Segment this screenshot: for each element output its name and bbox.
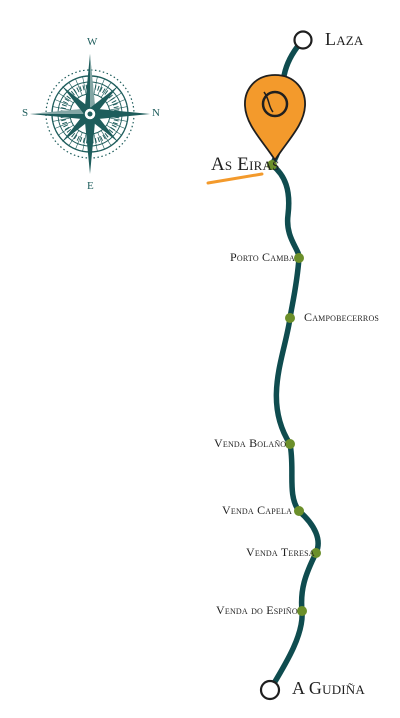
compass-north-letter: W xyxy=(87,36,98,48)
compass-west-letter: S xyxy=(22,107,29,119)
route-stop-dot[interactable] xyxy=(311,548,321,558)
route-stop-dot[interactable] xyxy=(267,160,277,170)
current-stop-label[interactable]: As Eiras xyxy=(211,154,280,175)
compass-south-letter: E xyxy=(87,180,94,192)
route-stop-dot[interactable] xyxy=(297,606,307,616)
route-stop-dot[interactable] xyxy=(294,253,304,263)
route-stop-dot[interactable] xyxy=(294,506,304,516)
stop-label-venda-capela[interactable]: Venda Capela xyxy=(222,503,293,517)
stop-label-venda-teresa[interactable]: Venda Teresa xyxy=(246,545,315,559)
route-stop-dot[interactable] xyxy=(285,439,295,449)
stop-label-venda-bolano[interactable]: Venda Bolaño xyxy=(214,436,287,450)
route-end-point[interactable] xyxy=(259,679,281,701)
route-start-point[interactable] xyxy=(293,30,313,50)
compass-east-letter: N xyxy=(152,107,160,119)
route-stop-dot[interactable] xyxy=(285,313,295,323)
route-start-label[interactable]: Laza xyxy=(325,29,364,49)
stop-label-campobecerros[interactable]: Campobecerros xyxy=(304,310,380,324)
map-pin-icon[interactable] xyxy=(244,74,306,162)
current-stop-underline xyxy=(206,172,264,185)
route-end-label[interactable]: A Gudiña xyxy=(292,678,365,698)
stop-label-venda-do-espino[interactable]: Venda do Espiño xyxy=(216,603,298,617)
compass-rose-icon xyxy=(30,54,150,174)
stop-label-porto-camba[interactable]: Porto Camba xyxy=(230,250,296,264)
